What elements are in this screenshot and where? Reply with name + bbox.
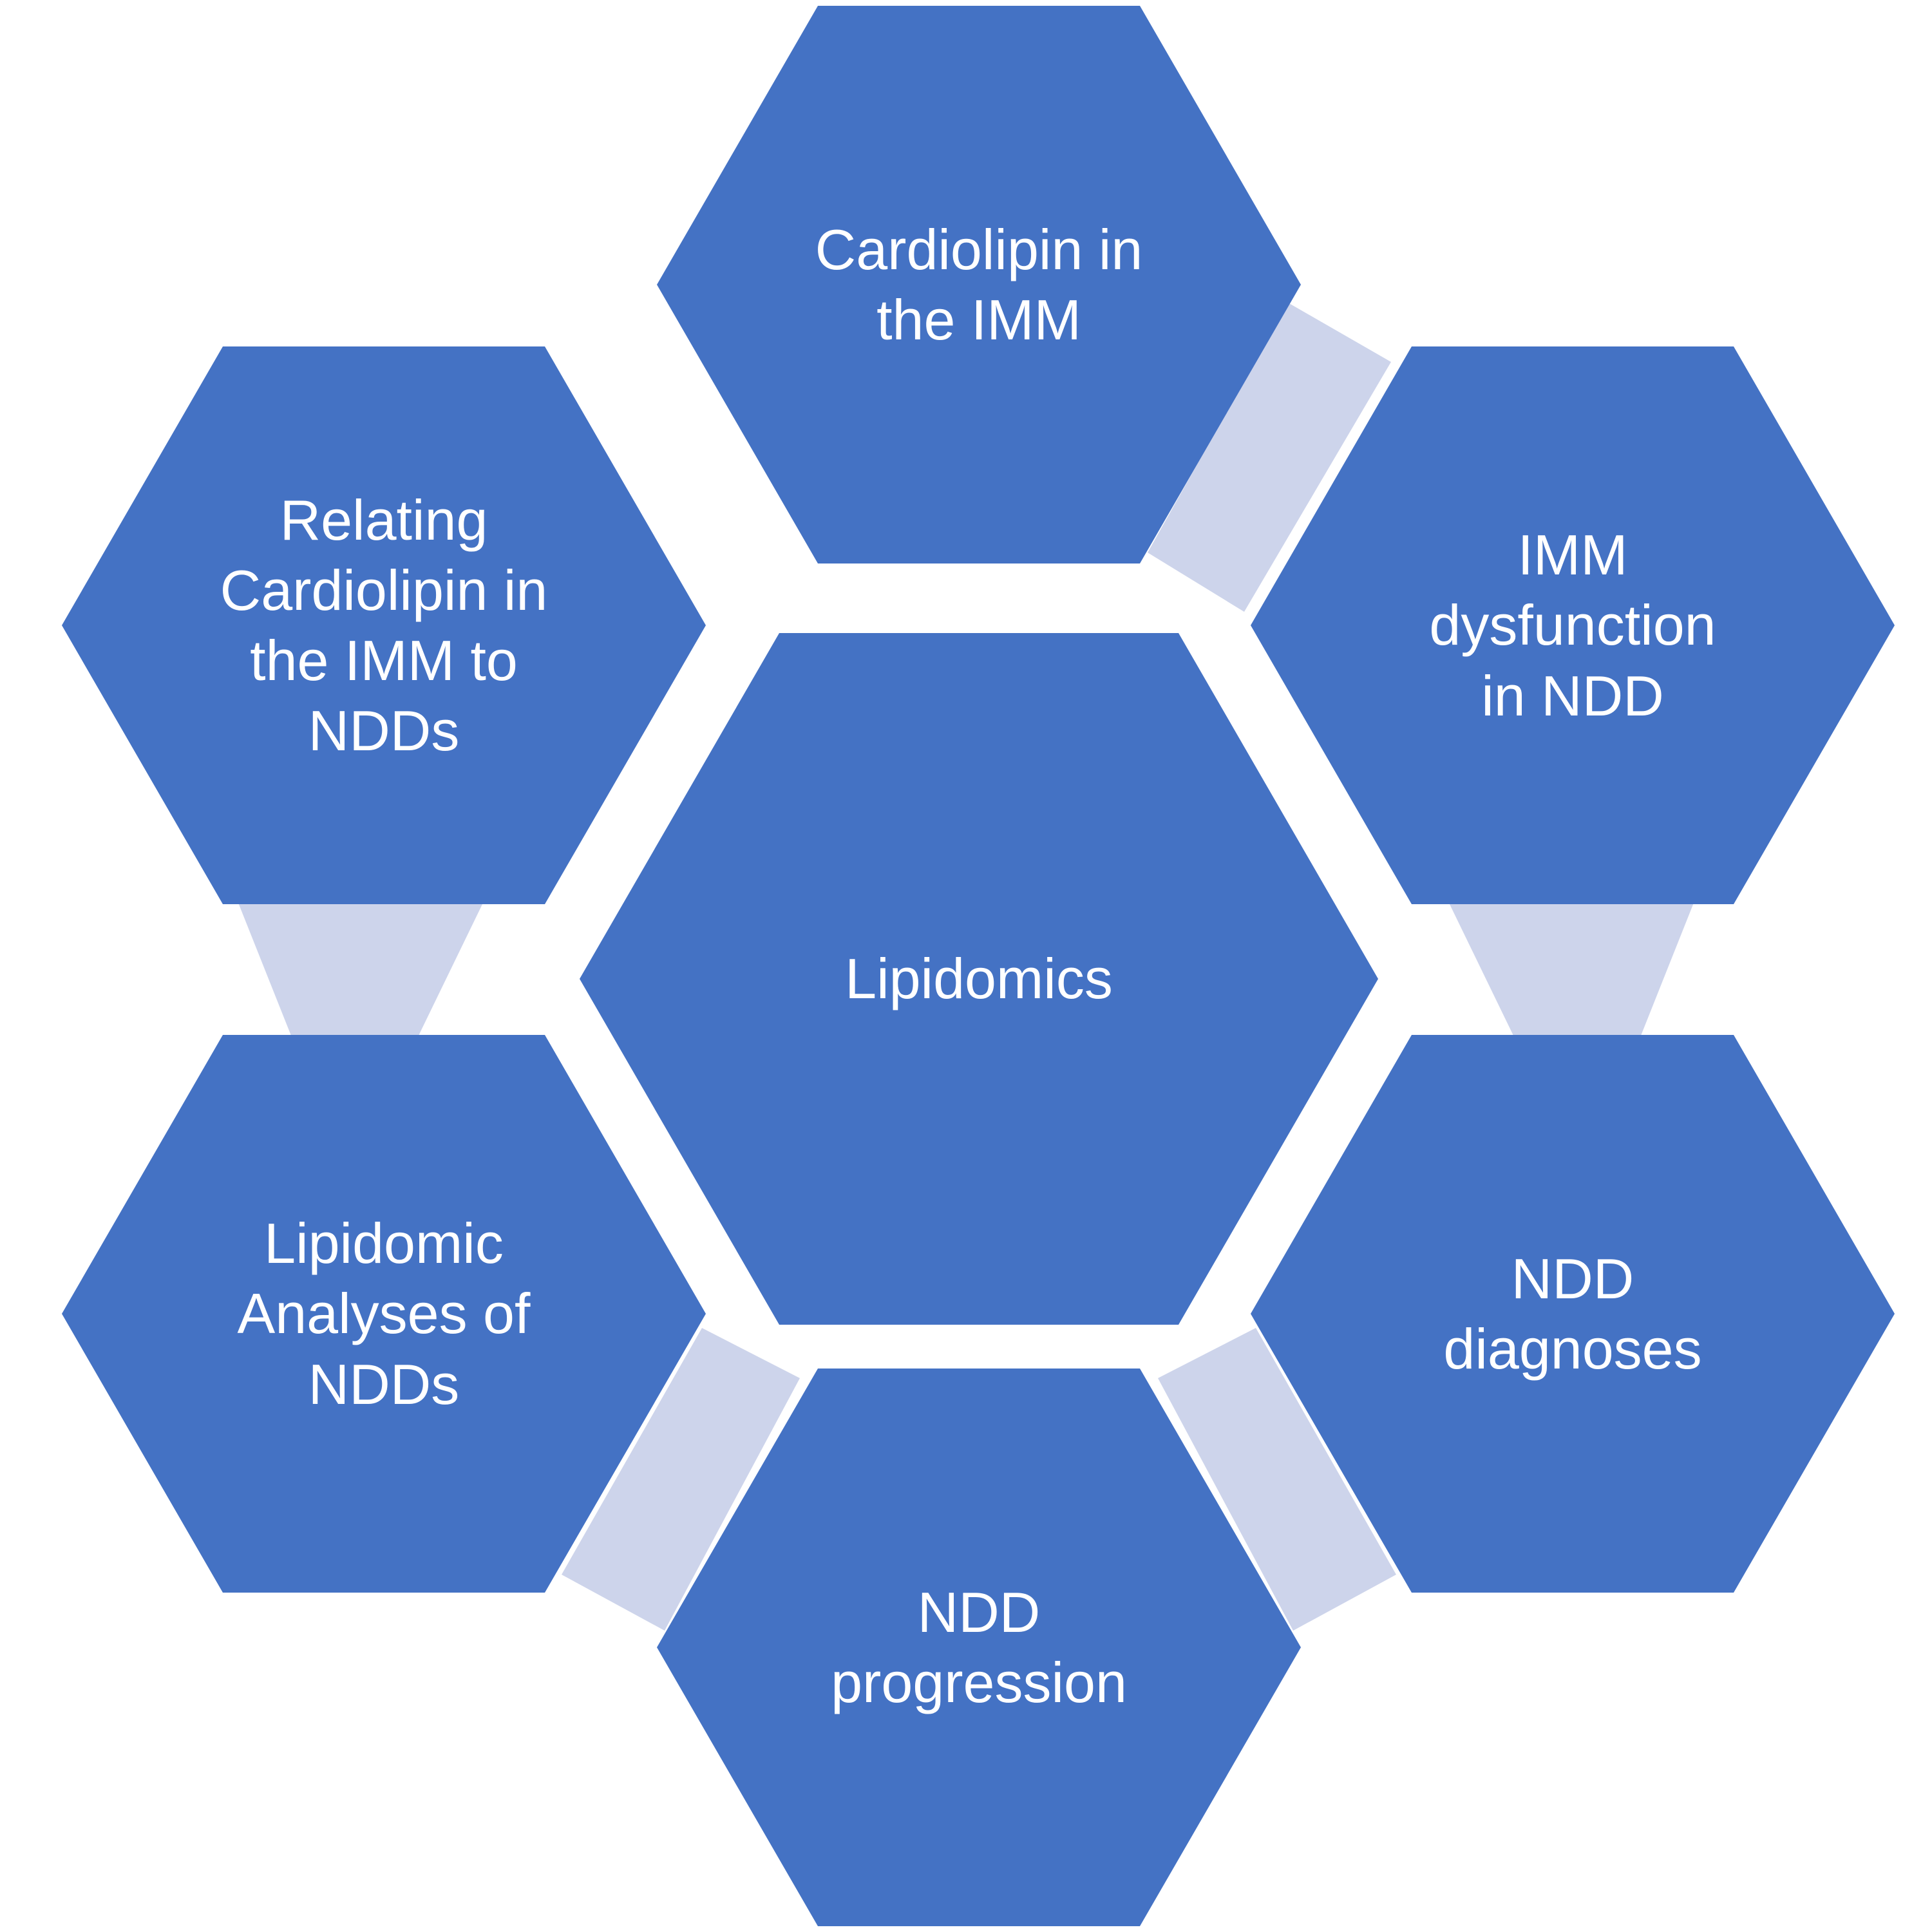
connector-upper-left-to-lower-left [238,903,483,1036]
hexagon-lipidomic-analyses-label: Lipidomic Analyses of NDDs [237,1211,531,1416]
hexagon-ndd-diagnoses: NDD diagnoses [1251,1035,1895,1593]
hexagon-cardiolipin-imm-label: Cardiolipin in the IMM [815,217,1143,352]
connector-top-to-upper-right [1148,303,1391,612]
hexagon-relating-cardiolipin-label: Relating Cardiolipin in the IMM to NDDs [220,488,548,763]
hexagon-ndd-progression-label: NDD progression [831,1580,1127,1714]
connector-bottom-to-lower-left [562,1328,800,1631]
connector-upper-right-to-lower-right [1449,903,1694,1036]
connector-lower-right-to-bottom [1158,1328,1396,1631]
hexagon-imm-dysfunction: IMM dysfunction in NDD [1251,346,1895,904]
hexagon-imm-dysfunction-label: IMM dysfunction in NDD [1429,523,1716,728]
hexagon-ndd-diagnoses-label: NDD diagnoses [1443,1246,1702,1381]
hexagon-lipidomics-center-label: Lipidomics [845,947,1113,1011]
